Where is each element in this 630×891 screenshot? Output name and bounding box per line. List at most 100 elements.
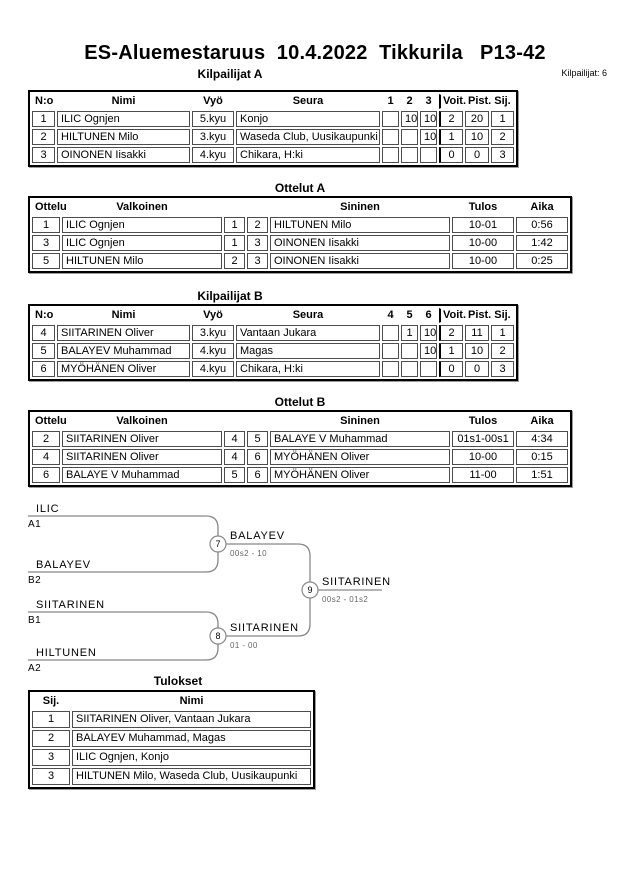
cell: 10-00 (452, 449, 514, 465)
pool-a-heading: Kilpailijat A (197, 67, 263, 81)
cell: 10-00 (452, 253, 514, 269)
table-row: 2 BALAYEV Muhammad, Magas (32, 730, 311, 747)
column-header: Valkoinen (116, 415, 168, 427)
bracket-player-name: ILIC (36, 503, 59, 515)
cell: 1 (491, 111, 514, 127)
match-number-circle (301, 581, 319, 599)
bracket-line (28, 552, 219, 573)
column-header: Seura (292, 95, 324, 107)
cell: 11 (465, 325, 489, 341)
cell: 1 (32, 111, 55, 127)
cell: ILIC Ognjen (57, 111, 190, 127)
cell: 1 (32, 217, 60, 233)
column-header: 4 (387, 309, 394, 321)
bracket-player-name: BALAYEV (36, 559, 91, 571)
bracket-winner-name: BALAYEV (230, 530, 285, 542)
column-header: 3 (425, 95, 432, 107)
match-number-circle (209, 627, 227, 645)
column-header: Nimi (111, 309, 136, 321)
cell: 4 (32, 325, 55, 341)
column-header (224, 200, 245, 215)
column-header (247, 200, 268, 215)
cell: 01s1-00s1 (452, 431, 514, 447)
cell (382, 129, 399, 145)
table-row: 3 HILTUNEN Milo, Waseda Club, Uusikaupun… (32, 768, 311, 785)
cell: OINONEN Iisakki (270, 253, 450, 269)
table-header-row: Ottelu Valkoinen Sininen Tulos Aika (32, 414, 568, 429)
cell: HILTUNEN Milo (270, 217, 450, 233)
column-header: Nimi (111, 95, 136, 107)
column-header: Aika (530, 201, 554, 213)
cell: ILIC Ognjen, Konjo (72, 749, 311, 766)
column-header: Ottelu (35, 415, 67, 427)
cell: 3 (491, 147, 514, 163)
bracket-line (226, 598, 311, 637)
table-header-row: N:o Nimi Vyö Seura 4 5 6 Voit. Pist. Sij… (32, 308, 514, 323)
table-row: 6 MYÖHÄNEN Oliver 4.kyu Chikara, H:ki 0 … (32, 361, 514, 377)
cell: 10 (420, 343, 437, 359)
cell: 5 (32, 253, 60, 269)
cell: 3 (32, 235, 60, 251)
cell: Chikara, H:ki (236, 147, 380, 163)
column-header: N:o (35, 309, 54, 321)
cell: 1 (439, 343, 463, 359)
cell: HILTUNEN Milo (57, 129, 190, 145)
column-header: Tulos (468, 415, 498, 427)
cell: 1:42 (516, 235, 568, 251)
cell: 2 (32, 431, 60, 447)
cell: SIITARINEN Oliver, Vantaan Jukara (72, 711, 311, 728)
bracket-winner-name: SIITARINEN (230, 622, 299, 634)
matches-a-table: Ottelu Valkoinen Sininen Tulos Aika 1 IL… (28, 196, 572, 273)
column-header: Voit. (439, 308, 466, 323)
table-row: 6 BALAYE V Muhammad 5 6 MYÖHÄNEN Oliver … (32, 467, 568, 483)
cell: MYÖHÄNEN Oliver (57, 361, 190, 377)
table-row: 2 SIITARINEN Oliver 4 5 BALAYE V Muhamma… (32, 431, 568, 447)
column-header: Pist. (468, 95, 492, 107)
bracket-player-name: HILTUNEN (36, 647, 97, 659)
results-table: Sij. Nimi 1 SIITARINEN Oliver, Vantaan J… (28, 690, 315, 789)
bracket-seed-label: B2 (28, 575, 41, 586)
cell: 6 (247, 449, 268, 465)
table-row: 5 BALAYEV Muhammad 4.kyu Magas 10 1 10 2 (32, 343, 514, 359)
cell (382, 361, 399, 377)
cell: 6 (32, 361, 55, 377)
cell: ILIC Ognjen (62, 217, 222, 233)
column-header: Vyö (203, 309, 223, 321)
bracket-seed-label: B1 (28, 615, 41, 626)
column-header: Aika (530, 415, 554, 427)
cell: MYÖHÄNEN Oliver (270, 449, 450, 465)
cell: 4 (32, 449, 60, 465)
cell: 4.kyu (192, 147, 234, 163)
cell: 11-00 (452, 467, 514, 483)
cell (382, 111, 399, 127)
table-row: 3 ILIC Ognjen, Konjo (32, 749, 311, 766)
cell: 1 (224, 235, 245, 251)
column-header: Valkoinen (116, 201, 168, 213)
cell: 3 (247, 253, 268, 269)
cell: 2 (32, 730, 70, 747)
cell: 10 (465, 343, 489, 359)
cell: 20 (465, 111, 489, 127)
column-header: Pist. (468, 309, 492, 321)
column-header: Sininen (340, 415, 380, 427)
pool-b-heading: Kilpailijat B (197, 289, 263, 303)
cell: 4:34 (516, 431, 568, 447)
cell: BALAYEV Muhammad (57, 343, 190, 359)
cell: 3 (32, 147, 55, 163)
table-row: 3 ILIC Ognjen 1 3 OINONEN Iisakki 10-00 … (32, 235, 568, 251)
cell: 3.kyu (192, 325, 234, 341)
column-header: Tulos (468, 201, 498, 213)
table-row: 1 ILIC Ognjen 1 2 HILTUNEN Milo 10-01 0:… (32, 217, 568, 233)
cell: 1 (32, 711, 70, 728)
cell: HILTUNEN Milo (62, 253, 222, 269)
column-header: Seura (292, 309, 324, 321)
cell: 10-01 (452, 217, 514, 233)
cell: MYÖHÄNEN Oliver (270, 467, 450, 483)
cell: 5 (247, 431, 268, 447)
cell: 0 (439, 147, 463, 163)
cell: BALAYE V Muhammad (270, 431, 450, 447)
pool-a-table: N:o Nimi Vyö Seura 1 2 3 Voit. Pist. Sij… (28, 90, 518, 167)
match-number: 7 (215, 539, 220, 549)
match-number-circle (209, 535, 227, 553)
